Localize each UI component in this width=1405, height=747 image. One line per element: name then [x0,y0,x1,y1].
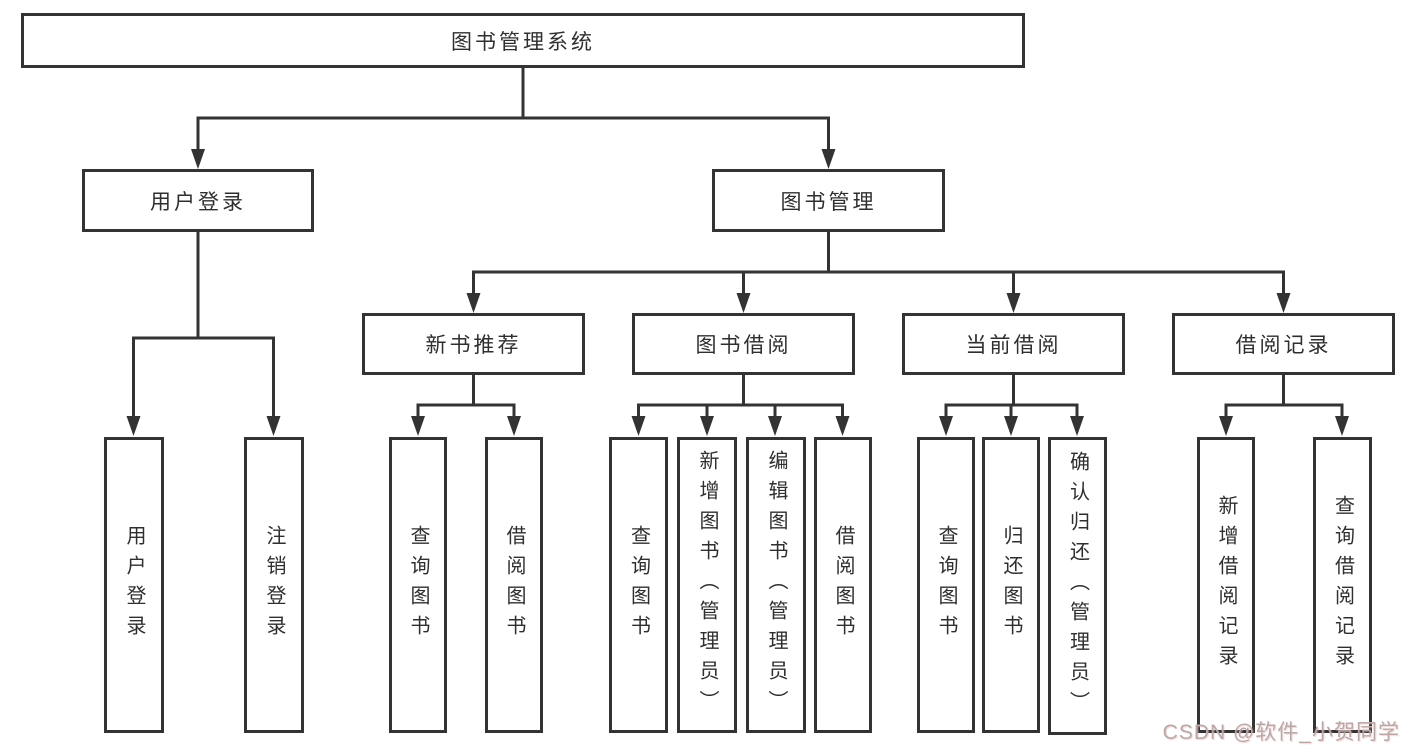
arrowhead [939,416,953,436]
node-current-borrow-label: 当前借阅 [965,334,1062,357]
leaf-newbook-borrow-label: 借阅图书 [503,525,525,645]
leaf-current-return: 归还图书 [982,437,1040,733]
arrowhead [1004,416,1018,436]
connector-current-to-leaves [939,373,1084,436]
leaf-newbook-query-label: 查询图书 [407,525,429,645]
leaf-borrow-edit-admin-label: 编辑图书（管理员） [765,450,787,720]
node-book-management: 图书管理 [712,169,945,232]
leaf-borrow-edit-admin: 编辑图书（管理员） [746,437,806,733]
leaf-logout: 注销登录 [244,437,304,733]
arrowhead [411,416,425,436]
arrowhead [700,416,714,436]
node-root: 图书管理系统 [21,13,1025,68]
arrowhead [631,416,646,436]
arrowhead [768,416,782,436]
csdn-watermark: CSDN @软件_小贺同学 [1162,721,1400,744]
arrowhead [191,149,205,169]
leaf-record-add-label: 新增借阅记录 [1215,495,1237,675]
node-borrow-record: 借阅记录 [1172,313,1395,375]
node-new-book-recommend: 新书推荐 [362,313,585,375]
leaf-borrow-add-admin: 新增图书（管理员） [677,437,737,733]
node-current-borrow: 当前借阅 [902,313,1125,375]
arrowhead [1070,416,1084,436]
node-book-management-label: 图书管理 [780,190,877,214]
node-borrow-record-label: 借阅记录 [1235,334,1332,357]
node-new-book-recommend-label: 新书推荐 [425,334,522,357]
connector-borrow-to-leaves [631,373,850,436]
arrowhead [266,416,281,436]
leaf-newbook-query: 查询图书 [389,437,447,733]
leaf-current-query: 查询图书 [917,437,975,733]
leaf-record-add: 新增借阅记录 [1197,437,1255,733]
node-root-label: 图书管理系统 [451,30,595,54]
leaf-borrow-borrow: 借阅图书 [814,437,872,733]
arrowhead [507,416,521,436]
arrowhead [466,293,481,313]
node-user-login-label: 用户登录 [150,190,246,214]
arrowhead [126,416,141,436]
node-book-borrow: 图书借阅 [632,313,855,375]
leaf-borrow-query-label: 查询图书 [627,525,650,645]
arrowhead [1219,416,1233,436]
leaf-newbook-borrow: 借阅图书 [485,437,543,733]
leaf-borrow-query: 查询图书 [609,437,668,733]
leaf-user-login: 用户登录 [104,437,164,733]
leaf-current-return-label: 归还图书 [1000,525,1022,645]
connector-newbook-to-leaves [411,373,521,436]
leaf-current-query-label: 查询图书 [935,525,957,645]
leaf-borrow-add-admin-label: 新增图书（管理员） [696,450,718,720]
leaf-record-query-label: 查询借阅记录 [1331,495,1354,675]
connector-record-to-leaves [1219,373,1349,436]
leaf-borrow-borrow-label: 借阅图书 [832,525,854,645]
arrowhead [736,293,751,313]
arrowhead [1335,416,1349,436]
node-user-login: 用户登录 [82,169,314,232]
node-book-borrow-label: 图书借阅 [695,334,792,357]
leaf-current-confirm-admin-label: 确认归还（管理员） [1066,451,1089,721]
arrowhead [1006,293,1021,313]
leaf-logout-label: 注销登录 [263,525,285,645]
arrowhead [1276,293,1291,313]
leaf-user-login-label: 用户登录 [123,525,145,645]
arrowhead [821,149,836,169]
arrowhead [835,416,850,436]
leaf-record-query: 查询借阅记录 [1313,437,1372,733]
connector-root-to-level2 [191,66,836,169]
connector-login-to-leaves [126,230,281,436]
leaf-current-confirm-admin: 确认归还（管理员） [1048,437,1107,735]
connector-management-to-level3 [466,230,1291,313]
